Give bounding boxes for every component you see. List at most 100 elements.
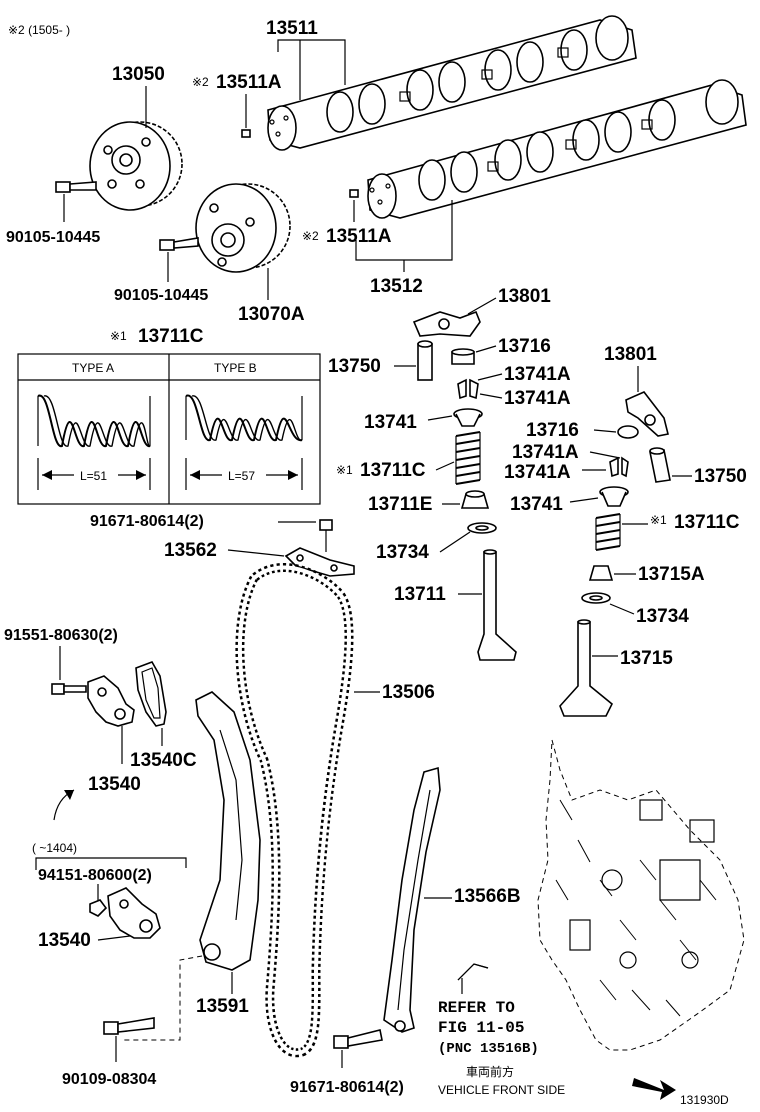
label-91671-top: 91671-80614(2) xyxy=(90,513,204,530)
intake-valve xyxy=(559,619,614,717)
refer-line-3: (PNC 13516B) xyxy=(438,1041,539,1057)
label-90109: 90109-08304 xyxy=(62,1071,156,1088)
spring-length-b: L=57 xyxy=(228,469,255,483)
camshaft-exhaust xyxy=(267,15,637,151)
label-13734-a: 13734 xyxy=(376,542,429,563)
spring-length-a: L=51 xyxy=(80,469,107,483)
chain-tensioner-b xyxy=(107,887,161,939)
cam-timing-gear-exhaust xyxy=(89,121,183,211)
valve-spring-seat-b xyxy=(581,592,611,604)
label-13801-a: 13801 xyxy=(498,286,551,307)
label-13734-b: 13734 xyxy=(636,606,689,627)
exhaust-valve xyxy=(477,549,517,661)
bolt-91551 xyxy=(51,683,87,695)
spring-retainer-a xyxy=(453,408,483,427)
label-13591: 13591 xyxy=(196,996,249,1017)
label-13716-a: 13716 xyxy=(498,336,551,357)
label-13741A-a1: 13741A xyxy=(504,364,571,385)
label-91671-bottom: 91671-80614(2) xyxy=(290,1079,404,1096)
valve-spring-seat-a xyxy=(467,522,497,534)
label-13741A-a2: 13741A xyxy=(504,388,571,409)
rocker-arm-b xyxy=(625,391,669,437)
label-13741A-b2: 13741A xyxy=(504,462,571,483)
label-13511: 13511 xyxy=(266,18,318,39)
label-13070A: 13070A xyxy=(238,304,305,325)
label-13511A-bottom-mark: ※2 xyxy=(302,229,319,243)
label-13711C-box-mark: ※1 xyxy=(110,329,127,343)
tensioner-gasket xyxy=(135,661,167,727)
bolt-91671-top xyxy=(319,519,333,552)
label-13562: 13562 xyxy=(164,540,217,561)
label-90105-top: 90105-10445 xyxy=(6,229,100,246)
bolt-94151 xyxy=(89,899,108,917)
spring-retainer-b xyxy=(599,486,629,507)
label-13711: 13711 xyxy=(394,584,446,605)
chain-tensioner-a xyxy=(87,675,135,727)
dowel-pin-bottom xyxy=(349,189,359,198)
label-13711C-b-mark: ※1 xyxy=(650,513,667,527)
label-13711E: 13711E xyxy=(368,494,432,515)
label-13711C-box: 13711C xyxy=(138,326,204,347)
chain-slipper-13591 xyxy=(195,691,261,971)
label-13506: 13506 xyxy=(382,682,435,703)
spring-length-arrow-a xyxy=(37,458,151,490)
label-13566B: 13566B xyxy=(454,886,521,907)
bolt-90105-top xyxy=(55,181,97,193)
chain-guide-13566B xyxy=(383,766,441,1033)
label-13540-b: 13540 xyxy=(38,930,91,951)
label-13711C-b: 13711C xyxy=(674,512,740,533)
spring-type-a-drawing xyxy=(37,394,151,448)
label-13801-b: 13801 xyxy=(604,344,657,365)
valve-stem-seal-a xyxy=(460,490,490,509)
spring-type-a: TYPE A xyxy=(72,361,114,375)
label-13511A-top: 13511A xyxy=(216,72,282,93)
cam-timing-gear-intake xyxy=(195,183,291,273)
label-13741-b: 13741 xyxy=(510,494,563,515)
valve-keepers-b xyxy=(609,456,629,478)
spring-type-b: TYPE B xyxy=(214,361,257,375)
label-13711C-a-mark: ※1 xyxy=(336,463,353,477)
label-91551: 91551-80630(2) xyxy=(4,627,118,644)
bolt-90109 xyxy=(103,1017,155,1035)
label-13511A-top-mark: ※2 xyxy=(192,75,209,89)
lash-adjuster-a xyxy=(417,340,433,381)
label-94151-range: ( ~1404) xyxy=(32,841,77,855)
engine-block-outline xyxy=(537,739,745,1051)
spring-length-arrow-b xyxy=(185,458,303,490)
label-13540-a: 13540 xyxy=(88,774,141,795)
valve-stem-cap-a xyxy=(451,348,475,365)
label-13750-b: 13750 xyxy=(694,466,747,487)
spring-type-table xyxy=(17,353,321,505)
header-note: ※2 (1505- ) xyxy=(8,23,70,37)
refer-line-2: FIG 11-05 xyxy=(438,1019,524,1037)
valve-spring-b xyxy=(595,513,621,551)
label-13540C: 13540C xyxy=(130,750,197,771)
lash-adjuster-b xyxy=(649,447,671,483)
label-90105-middle: 90105-10445 xyxy=(114,287,208,304)
direction-japanese: 車両前方 xyxy=(466,1064,514,1079)
camshaft-intake xyxy=(367,79,747,219)
label-13715A: 13715A xyxy=(638,564,705,585)
dowel-pin-top xyxy=(241,129,251,138)
rocker-arm-a xyxy=(412,310,481,337)
valve-stem-seal-b xyxy=(588,565,614,581)
valve-spring-a xyxy=(455,431,481,485)
label-13741-a: 13741 xyxy=(364,412,417,433)
valve-keepers-a xyxy=(457,378,479,400)
refer-line-1: REFER TO xyxy=(438,999,515,1017)
timing-chain xyxy=(235,563,354,1058)
label-13750-a: 13750 xyxy=(328,356,381,377)
valve-stem-cap-b xyxy=(617,425,639,439)
label-13716-b: 13716 xyxy=(526,420,579,441)
vehicle-front-arrow-icon xyxy=(632,1078,676,1100)
label-13741A-b1: 13741A xyxy=(512,442,579,463)
label-13715: 13715 xyxy=(620,648,673,669)
spring-type-b-drawing xyxy=(185,394,303,442)
label-13511A-bottom: 13511A xyxy=(326,226,392,247)
direction-english: VEHICLE FRONT SIDE xyxy=(438,1083,565,1097)
label-94151: 94151-80600(2) xyxy=(38,867,152,884)
footer-code: 131930D xyxy=(680,1093,729,1107)
label-13711C-a: 13711C xyxy=(360,460,426,481)
